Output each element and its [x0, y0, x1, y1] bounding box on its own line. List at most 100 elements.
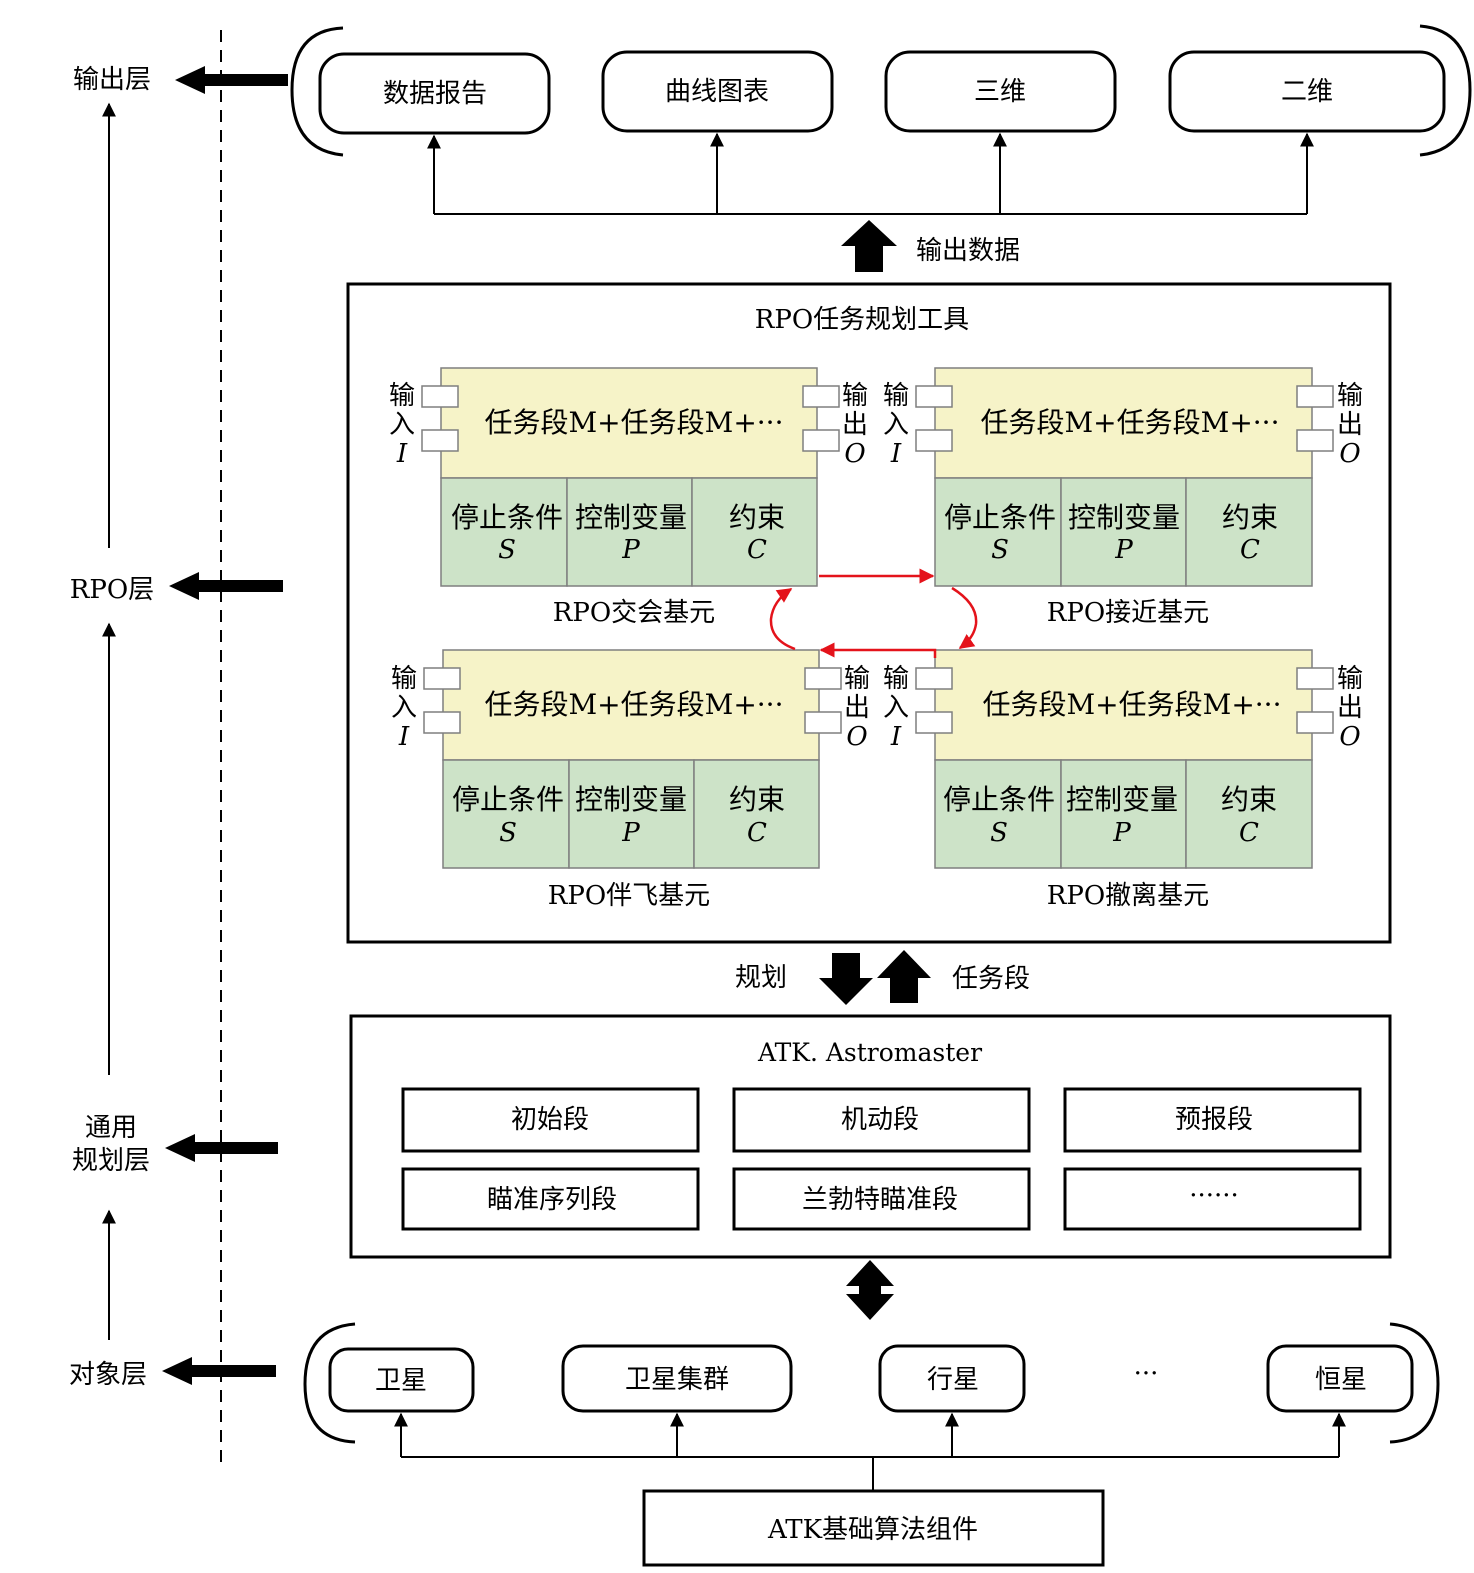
- module-cycle-arrows: [769, 568, 978, 658]
- segment-box-targeting-sequence: 瞄准序列段: [401, 1167, 700, 1231]
- out-label-2: 出: [1337, 410, 1363, 440]
- cell-control-variable: [568, 759, 695, 869]
- port-out: [804, 667, 842, 690]
- layer-rpo-arrow: [169, 572, 283, 600]
- in-label-2: 入: [883, 693, 909, 723]
- port-out: [802, 429, 840, 452]
- layer-label-output: 输出层: [73, 65, 151, 95]
- port-out: [802, 385, 840, 408]
- object-box-planet: 行星: [878, 1344, 1026, 1413]
- cell-label: 停止条件: [943, 783, 1055, 816]
- output-label: 数据报告: [383, 79, 487, 109]
- module-header-text: 任务段M+任务段M+···: [981, 406, 1280, 439]
- output-box-3d: 三维: [884, 50, 1117, 133]
- layer-label-rpo: RPO层: [70, 575, 154, 605]
- in-label-symbol: I: [890, 722, 902, 752]
- rpo-tool-title: RPO任务规划工具: [755, 305, 969, 335]
- module-name: RPO交会基元: [553, 598, 715, 628]
- output-box-2d: 二维: [1168, 50, 1446, 133]
- layer-label-object: 对象层: [69, 1360, 147, 1390]
- module-header-text: 任务段M+任务段M+···: [983, 688, 1282, 721]
- cell-symbol: P: [1112, 818, 1131, 848]
- out-label-1: 输: [1337, 381, 1363, 411]
- output-label: 三维: [974, 77, 1026, 107]
- out-label-1: 输: [842, 381, 868, 411]
- output-right-bracket: [1419, 24, 1472, 157]
- port-out: [1296, 385, 1334, 408]
- object-box-satellite-cluster: 卫星集群: [561, 1344, 793, 1413]
- cell-label: 控制变量: [1066, 783, 1178, 816]
- output-data-arrow: [841, 220, 897, 272]
- module-name: RPO撤离基元: [1047, 881, 1209, 911]
- in-label-1: 输: [883, 664, 909, 694]
- object-label: 卫星: [375, 1366, 427, 1396]
- segment-box-initial: 初始段: [401, 1087, 700, 1153]
- port-out: [804, 711, 842, 734]
- cell-label: 停止条件: [451, 501, 563, 534]
- cell-symbol: P: [621, 535, 640, 565]
- object-label: 卫星集群: [625, 1365, 729, 1395]
- cell-control-variable: [1060, 759, 1187, 869]
- segment-label: 任务段: [952, 964, 1030, 994]
- object-label: 行星: [927, 1365, 979, 1395]
- output-box-data-report: 数据报告: [318, 52, 551, 135]
- cycle-arrow-approach-to-departure: [951, 586, 978, 650]
- segment-label: 预报段: [1175, 1105, 1253, 1135]
- port-out: [1296, 711, 1334, 734]
- port-in: [915, 667, 953, 690]
- object-label: 恒星: [1315, 1365, 1367, 1395]
- cell-symbol: S: [990, 818, 1008, 848]
- output-label: 曲线图表: [665, 77, 769, 107]
- cell-symbol: C: [1239, 818, 1259, 848]
- layer-output-arrow: [175, 66, 288, 94]
- object-left-bracket: [303, 1322, 356, 1444]
- cell-constraint: [693, 759, 820, 869]
- port-in: [915, 429, 953, 452]
- cell-label: 停止条件: [944, 501, 1056, 534]
- module-header: [440, 367, 818, 479]
- module-name: RPO接近基元: [1047, 598, 1209, 628]
- cell-symbol: P: [1114, 535, 1133, 565]
- in-label-1: 输: [389, 381, 415, 411]
- layer-label-general-2: 规划层: [72, 1146, 150, 1176]
- layer-label-general-1: 通用: [85, 1113, 137, 1143]
- cell-constraint: [1185, 477, 1313, 587]
- segment-label: 瞄准序列段: [487, 1185, 617, 1215]
- out-label-1: 输: [844, 664, 870, 694]
- segment-box-forecast: 预报段: [1063, 1087, 1362, 1153]
- module-header-text: 任务段M+任务段M+···: [485, 688, 784, 721]
- output-data-label: 输出数据: [916, 236, 1020, 266]
- segment-box-maneuver: 机动段: [732, 1087, 1031, 1153]
- port-in: [915, 711, 953, 734]
- port-out: [1296, 429, 1334, 452]
- cell-label: 约束: [1221, 783, 1277, 816]
- cell-label: 约束: [729, 783, 785, 816]
- module-approach: 任务段M+任务段M+··· 输 入 I 输 出 O 停止条件 S 控制变量 P …: [883, 367, 1363, 628]
- bidirectional-arrow: [846, 1260, 894, 1320]
- cell-symbol: S: [991, 535, 1009, 565]
- object-box-star: 恒星: [1266, 1344, 1414, 1413]
- out-label-symbol: O: [1339, 439, 1360, 469]
- out-label-1: 输: [1337, 664, 1363, 694]
- module-header: [934, 649, 1313, 761]
- algorithm-component-box: ATK基础算法组件: [642, 1489, 1105, 1567]
- layer-object-arrow: [162, 1357, 276, 1385]
- cell-symbol: C: [747, 818, 767, 848]
- port-in: [915, 385, 953, 408]
- cell-label: 控制变量: [1068, 501, 1180, 534]
- plan-down-arrow: [819, 953, 873, 1005]
- output-label: 二维: [1281, 77, 1333, 107]
- port-in: [423, 711, 461, 734]
- cell-label: 约束: [1222, 501, 1278, 534]
- module-rendezvous: 任务段M+任务段M+··· 输 入 I 输 出 O 停止条件 S 控制变量 P …: [389, 367, 868, 628]
- out-label-symbol: O: [846, 722, 867, 752]
- cell-control-variable: [566, 477, 693, 587]
- port-out: [1296, 667, 1334, 690]
- port-in: [421, 385, 459, 408]
- cycle-arrow-departure-to-fly-around: [819, 642, 937, 658]
- port-in: [421, 429, 459, 452]
- segment-up-arrow: [877, 950, 931, 1003]
- module-departure: 任务段M+任务段M+··· 输 入 I 输 出 O 停止条件 S 控制变量 P …: [883, 649, 1363, 911]
- cell-constraint: [691, 477, 818, 587]
- module-fly-around: 任务段M+任务段M+··· 输 入 I 输 出 O 停止条件 S 控制变量 P …: [391, 649, 870, 911]
